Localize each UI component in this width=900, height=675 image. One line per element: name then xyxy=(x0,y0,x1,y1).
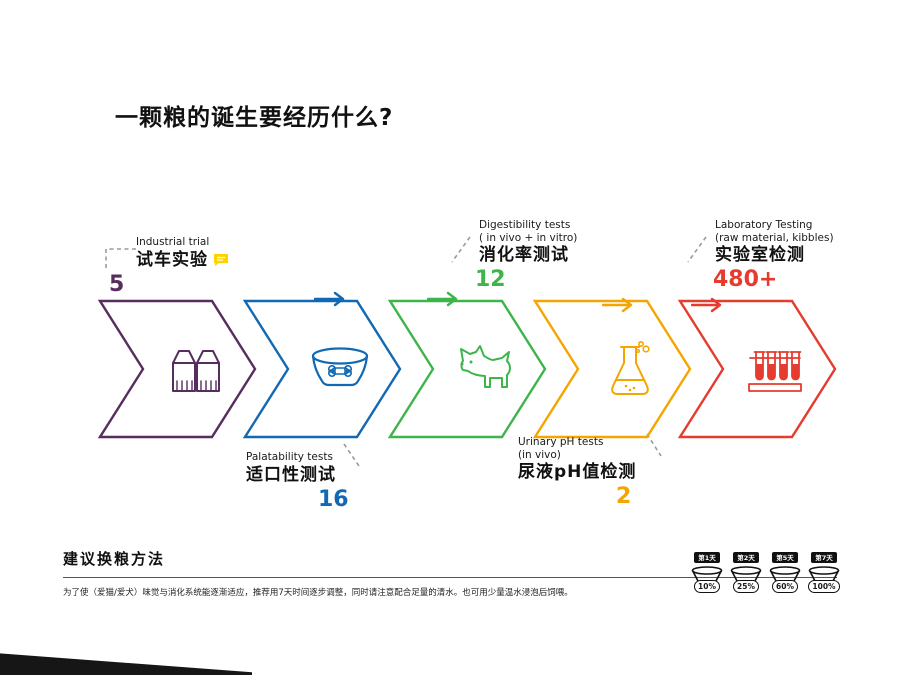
stage-label-palatability: Palatability tests 适口性测试 16 xyxy=(246,451,406,512)
pet-bowl-icon xyxy=(310,347,370,391)
stage-name-cn: 实验室检测 xyxy=(715,245,805,265)
feeding-day-item: 第2天 25% xyxy=(728,552,764,593)
stage-chevron-palatability xyxy=(243,299,403,439)
stage-name-en: Industrial trial xyxy=(136,236,210,248)
connector-digestibility xyxy=(451,236,471,263)
stage-name-sub: (raw material, kibbles) xyxy=(715,231,834,244)
stage-label-urinary: Urinary pH tests (in vivo) 尿液pH值检测 2 xyxy=(518,436,678,509)
day-percentage: 100% xyxy=(808,580,840,593)
stage-chevron-industrial xyxy=(98,299,258,439)
day-percentage: 25% xyxy=(733,580,759,593)
stage-count: 16 xyxy=(318,486,349,512)
stage-name-sub: (in vivo) xyxy=(518,448,561,461)
flow-arrow-4 xyxy=(691,297,727,313)
stage-name-en: Digestibility tests xyxy=(479,219,571,231)
stage-count: 5 xyxy=(109,271,125,297)
stage-count: 480+ xyxy=(713,267,778,292)
feeding-guide-description: 为了使（爱猫/爱犬）味觉与消化系统能逐渐适应，推荐用7天时间逐步调整，同时请注意… xyxy=(63,588,573,598)
feeding-day-item: 第1天 10% xyxy=(689,552,725,593)
connector-laboratory xyxy=(687,236,707,263)
dog-icon xyxy=(455,344,515,394)
day-badge: 第2天 xyxy=(733,552,759,563)
stage-name-cn: 适口性测试 xyxy=(246,464,336,485)
flow-arrow-1 xyxy=(314,291,350,307)
day-badge: 第5天 xyxy=(772,552,798,563)
stage-name-cn: 尿液pH值检测 xyxy=(518,462,637,482)
stage-name-sub: ( in vivo + in vitro) xyxy=(479,231,578,244)
stage-name-en: Laboratory Testing xyxy=(715,219,813,231)
feeding-day-item: 第5天 60% xyxy=(767,552,803,593)
stage-chevron-laboratory xyxy=(678,299,838,439)
flask-icon xyxy=(608,340,652,398)
day-percentage: 60% xyxy=(772,580,798,593)
day-percentage: 10% xyxy=(694,580,720,593)
stage-count: 12 xyxy=(475,267,506,292)
stage-label-laboratory: Laboratory Testing (raw material, kibble… xyxy=(713,219,890,292)
feeding-guide-heading: 建议换粮方法 xyxy=(63,550,166,568)
day-badge: 第1天 xyxy=(694,552,720,563)
test-tubes-icon xyxy=(747,344,803,394)
bottom-left-banner-shape xyxy=(0,653,252,675)
feeding-days-row: 第1天 10% 第2天 25% 第5天 60% 第7天 100% xyxy=(689,552,842,593)
comment-icon xyxy=(213,253,229,267)
stage-name-en: Palatability tests xyxy=(246,451,333,463)
flow-arrow-3 xyxy=(602,297,638,313)
day-badge: 第7天 xyxy=(811,552,837,563)
stage-name-cn: 消化率测试 xyxy=(479,245,569,265)
stage-count: 2 xyxy=(616,484,632,509)
flow-arrow-2 xyxy=(427,291,463,307)
milk-cartons-icon xyxy=(169,345,221,393)
divider-line xyxy=(63,577,837,578)
stage-name-en: Urinary pH tests xyxy=(518,436,604,448)
stage-label-industrial: Industrial trial 试车实验 5 xyxy=(103,236,278,297)
stage-label-digestibility: Digestibility tests ( in vivo + in vitro… xyxy=(475,219,654,292)
stage-chevron-urinary xyxy=(533,299,693,439)
stage-chevron-digestibility xyxy=(388,299,548,439)
feeding-day-item: 第7天 100% xyxy=(806,552,842,593)
stage-name-cn: 试车实验 xyxy=(136,249,208,270)
page-title: 一颗粮的诞生要经历什么? xyxy=(115,105,394,131)
